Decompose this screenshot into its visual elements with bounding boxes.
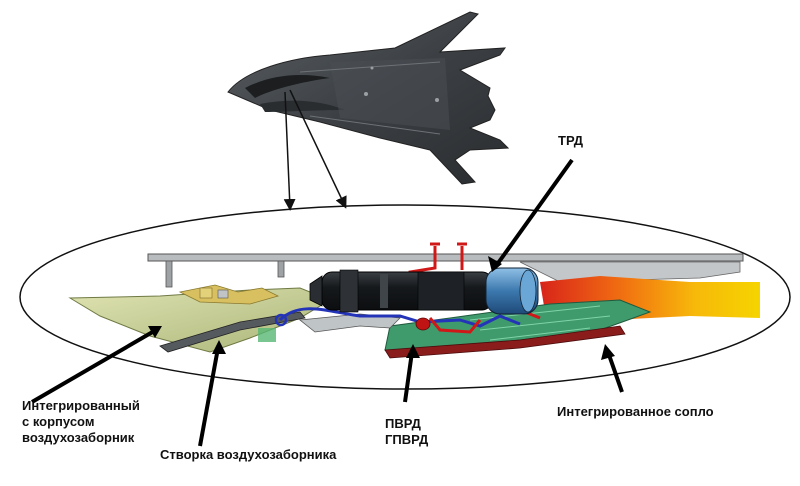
pointer-line-left: [283, 91, 296, 211]
label-trd: ТРД: [558, 133, 584, 148]
nozzle-pointer: [606, 351, 624, 393]
ramjet-channel: [298, 313, 401, 333]
pointer-line-right: [289, 89, 347, 209]
aircraft-illustration: [227, 11, 510, 185]
label-ramjet-line-1: ПВРД: [385, 416, 421, 431]
label-ramjet-line-2: ГПВРД: [385, 432, 429, 447]
turbojet-engine: [309, 267, 539, 315]
inlet-flap-pointer: [198, 347, 220, 447]
label-inlet-flap: Створка воздухозаборника: [160, 447, 337, 462]
label-inlet-line-2: с корпусом: [22, 414, 95, 429]
label-inlet-line-3: воздухозаборник: [22, 430, 135, 445]
label-integrated-nozzle: Интегрированное сопло: [557, 404, 714, 419]
label-inlet-line-1: Интегрированный: [22, 398, 140, 413]
label-integrated-inlet: Интегрированный с корпусом воздухозаборн…: [22, 398, 140, 446]
inlet-pointer: [30, 328, 158, 404]
ramjet-pointer: [403, 351, 414, 403]
red-duct: [408, 246, 541, 334]
inlet-flap: [159, 311, 306, 353]
propulsion-cutaway: [68, 242, 760, 359]
upper-frame: [147, 253, 744, 262]
trd-pointer: [494, 158, 574, 268]
label-ramjet: ПВРД ГПВРД: [385, 416, 428, 448]
blue-duct: [278, 307, 521, 328]
